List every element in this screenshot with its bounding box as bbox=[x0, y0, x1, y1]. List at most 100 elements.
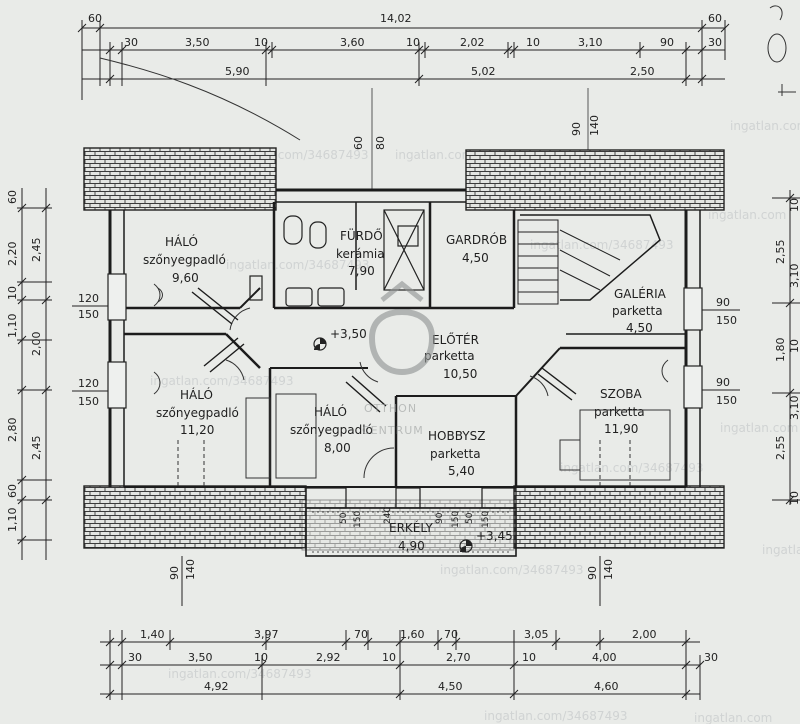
hall-diagonals bbox=[191, 287, 577, 413]
dim-label: 120 bbox=[78, 377, 99, 390]
dim-label: 2,55 bbox=[774, 436, 787, 461]
dim-label: 70 bbox=[444, 628, 458, 641]
dim-label: 2,45 bbox=[30, 238, 43, 263]
room-area: 4,50 bbox=[626, 321, 653, 335]
left-dimensions bbox=[17, 188, 52, 560]
staircase bbox=[517, 219, 621, 305]
opening-dims-bottom: 90 140 90 140 bbox=[168, 556, 615, 606]
dim-label: 10 bbox=[788, 491, 800, 505]
corner-annotation bbox=[767, 5, 796, 96]
dim-label: 1,60 bbox=[400, 628, 425, 641]
watermark-url: ingatlan.com/34687493 bbox=[530, 238, 673, 252]
right-dimensions bbox=[772, 190, 800, 505]
dim-label: 2,50 bbox=[630, 65, 655, 78]
dim-label: 90 bbox=[660, 36, 674, 49]
room-area: 10,50 bbox=[443, 367, 477, 381]
dim-label: 10 bbox=[254, 651, 268, 664]
room-area: 8,00 bbox=[324, 441, 351, 455]
room-halo-bottom-left: HÁLÓ szőnyegpadló 11,20 bbox=[156, 387, 239, 437]
dim-label: 90 bbox=[716, 296, 730, 309]
dim-label: 30 bbox=[128, 651, 142, 664]
room-area: 7,90 bbox=[348, 264, 375, 278]
dim-label: 90 bbox=[570, 122, 583, 136]
dim-label: 30 bbox=[708, 36, 722, 49]
dim-label: 2,70 bbox=[446, 651, 471, 664]
level-value: +3,45 bbox=[476, 529, 513, 543]
dim-label: 5,90 bbox=[225, 65, 250, 78]
dim-label: 3,10 bbox=[788, 264, 800, 289]
dim-label: 3,10 bbox=[788, 396, 800, 421]
watermark-url: ingatlan.com/34687493 bbox=[168, 667, 311, 681]
dim-label: 90 bbox=[716, 376, 730, 389]
dim-label: 5,02 bbox=[471, 65, 496, 78]
watermark-url: ingatlan.com bbox=[762, 543, 800, 557]
dim-label: 90 bbox=[586, 566, 599, 580]
room-area: 11,20 bbox=[180, 423, 214, 437]
room-area: 9,60 bbox=[172, 271, 199, 285]
sketch-curve bbox=[99, 57, 301, 141]
room-name: HÁLÓ bbox=[165, 234, 198, 249]
dim-label: 150 bbox=[451, 511, 461, 528]
watermark-layer: ingatlan.com/34687493 ingatlan.com/34687… bbox=[150, 119, 800, 724]
room-floor: szőnyegpadló bbox=[156, 406, 239, 420]
room-szoba: SZOBA parketta 11,90 bbox=[594, 387, 645, 436]
bottom-dimensions bbox=[100, 630, 705, 700]
room-floor: parketta bbox=[612, 304, 663, 318]
dim-label: 10 bbox=[522, 651, 536, 664]
room-furdo: FÜRDŐ kerámia 7,90 bbox=[336, 227, 385, 278]
brand-text-otthon: OTTHON bbox=[364, 402, 417, 415]
room-area: 5,40 bbox=[448, 464, 475, 478]
roof-tiles-bottom-left bbox=[83, 485, 307, 549]
room-area: 4,50 bbox=[462, 251, 489, 265]
dim-label: 3,05 bbox=[524, 628, 549, 641]
window-dim-right-top: 90 150 bbox=[702, 296, 740, 327]
dim-label: 4,92 bbox=[204, 680, 229, 693]
walls bbox=[108, 188, 701, 488]
dim-label: 140 bbox=[602, 559, 615, 580]
room-floor: kerámia bbox=[336, 247, 385, 261]
left-dimension-labels: 60 2,20 10 1,10 2,80 60 1,10 2,45 2,00 2… bbox=[6, 190, 43, 532]
dim-label: 10 bbox=[254, 36, 268, 49]
room-hobbysz: HOBBYSZ parketta 5,40 bbox=[428, 429, 485, 478]
room-floor: parketta bbox=[594, 405, 645, 419]
window-dim-left-top: 120 150 bbox=[72, 292, 108, 321]
dim-label: 10 bbox=[788, 198, 800, 212]
room-name: SZOBA bbox=[600, 387, 643, 401]
watermark-url: ingatlan.com/34687493 bbox=[484, 709, 627, 723]
room-name: ELŐTÉR bbox=[432, 332, 479, 347]
room-name: GALÉRIA bbox=[614, 286, 667, 301]
dim-label: 2,00 bbox=[632, 628, 657, 641]
room-floor: szőnyegpadló bbox=[290, 423, 373, 437]
dim-label: 140 bbox=[588, 115, 601, 136]
dim-label: 2,02 bbox=[460, 36, 485, 49]
dim-label: 60 bbox=[352, 136, 365, 150]
dim-label: 240 bbox=[383, 507, 393, 524]
dim-label: 2,92 bbox=[316, 651, 341, 664]
dim-label: 150 bbox=[78, 308, 99, 321]
dim-label: 3,10 bbox=[578, 36, 603, 49]
watermark-url: ingatlan.com bbox=[708, 208, 786, 222]
dim-label: 3,60 bbox=[340, 36, 365, 49]
brand-text-centrum: CENTRUM bbox=[362, 424, 424, 437]
radiators bbox=[153, 283, 669, 395]
level-marker-top: +3,50 bbox=[313, 327, 367, 351]
right-dimension-labels: 2,55 1,80 2,55 10 3,10 10 3,10 10 bbox=[774, 198, 800, 505]
dim-label: 120 bbox=[78, 292, 99, 305]
room-name: FÜRDŐ bbox=[340, 227, 383, 243]
room-name: ERKÉLY bbox=[389, 520, 433, 535]
room-erkely: ERKÉLY 4,90 bbox=[389, 520, 433, 553]
dim-label: 30 bbox=[704, 651, 718, 664]
window-dim-left-bottom: 120 150 bbox=[72, 377, 108, 408]
dim-label: 50 bbox=[339, 512, 349, 524]
room-area: 11,90 bbox=[604, 422, 638, 436]
dim-label: 90 bbox=[168, 566, 181, 580]
room-name: GARDRÓB bbox=[446, 232, 507, 247]
dim-label: 150 bbox=[78, 395, 99, 408]
dim-label: 50 bbox=[465, 512, 475, 524]
dim-label: 1,80 bbox=[774, 338, 787, 363]
bathroom-fixtures bbox=[249, 209, 425, 307]
dim-label: 2,20 bbox=[6, 242, 19, 267]
dim-label: 70 bbox=[354, 628, 368, 641]
dim-label: 60 bbox=[708, 12, 722, 25]
